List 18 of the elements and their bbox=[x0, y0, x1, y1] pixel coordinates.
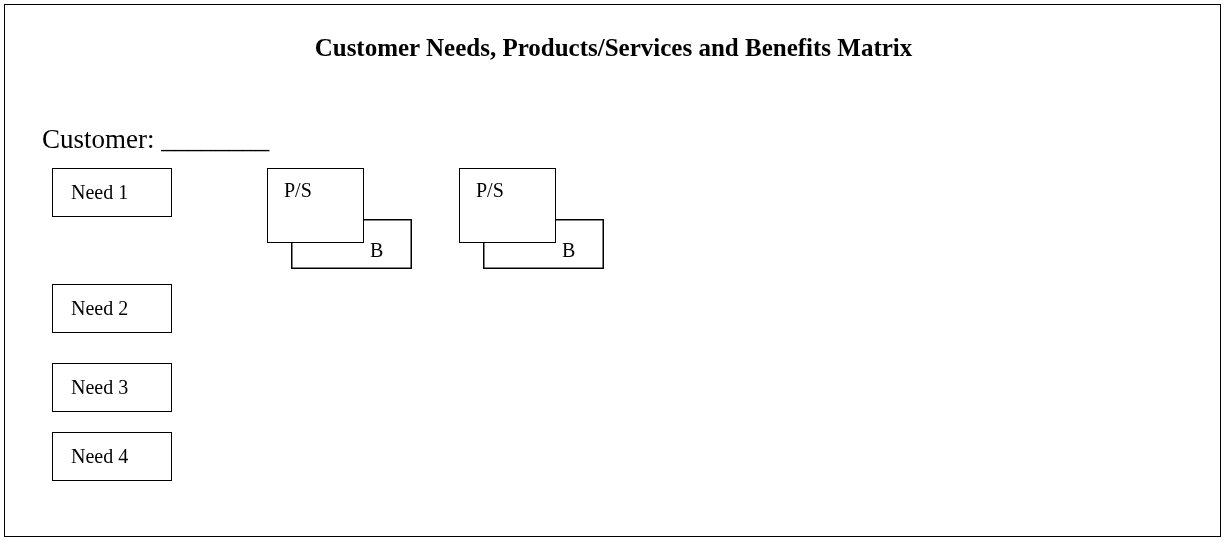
box-label: B bbox=[370, 239, 384, 262]
box-label: Need 3 bbox=[71, 376, 129, 399]
need-box bbox=[52, 168, 172, 217]
box-label: Need 4 bbox=[71, 445, 129, 468]
need-box bbox=[52, 432, 172, 481]
need-box bbox=[52, 363, 172, 412]
box-label: B bbox=[562, 239, 576, 262]
product-service-box bbox=[267, 168, 364, 243]
need-box bbox=[52, 284, 172, 333]
benefit-box bbox=[291, 219, 412, 269]
box-label: P/S bbox=[284, 179, 312, 202]
benefit-box bbox=[483, 219, 604, 269]
box-label: P/S bbox=[476, 179, 504, 202]
title: Customer Needs, Products/Services and Benefits Matrix bbox=[313, 34, 914, 62]
box-label: Need 1 bbox=[71, 181, 129, 204]
product-service-box bbox=[459, 168, 556, 243]
customer-fill-in-label: Customer: ________ bbox=[42, 124, 270, 155]
box-label: Need 2 bbox=[71, 297, 129, 320]
